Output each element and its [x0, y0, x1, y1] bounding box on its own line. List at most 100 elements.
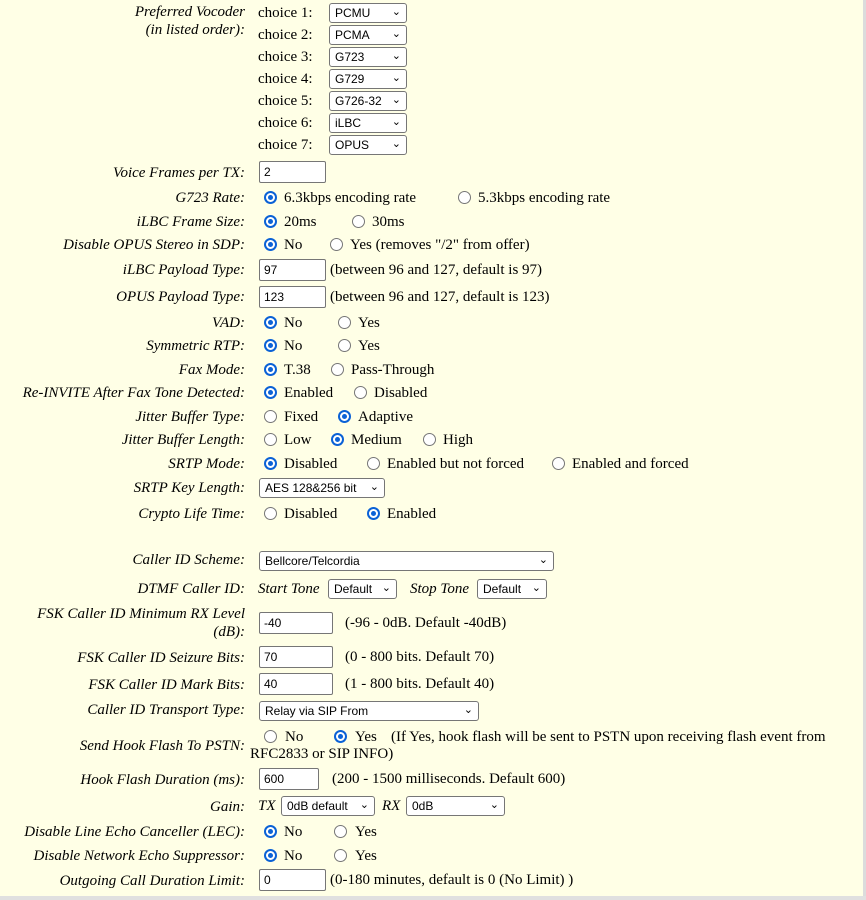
callerid-transport-select[interactable]: Relay via SIP From⌄ — [259, 701, 479, 721]
lec-radio-yes[interactable] — [334, 825, 347, 838]
vocoder-choice-6-select[interactable]: iLBC⌄ — [329, 113, 407, 133]
chevron-down-icon: ⌄ — [381, 582, 391, 594]
fsk-seizure-note: (0 - 800 bits. Default 70) — [345, 649, 495, 665]
vad-radio-yes[interactable] — [338, 316, 351, 329]
srtp-key-select[interactable]: AES 128&256 bit⌄ — [259, 478, 385, 498]
jitter-length-radio-high[interactable] — [423, 433, 436, 446]
nes-option-yes: Yes — [355, 848, 377, 864]
chevron-down-icon: ⌄ — [391, 50, 401, 62]
jitter-type-radio-fixed[interactable] — [264, 410, 277, 423]
srtp-mode-radio-forced[interactable] — [552, 457, 565, 470]
opus-payload-label: OPUS Payload Type: — [116, 289, 245, 305]
srtp-mode-radio-disabled[interactable] — [264, 457, 277, 470]
g723-rate-radio-6.3[interactable] — [264, 191, 277, 204]
hook-flash-duration-input[interactable]: 600 — [259, 768, 319, 790]
ilbc-frame-option-30ms: 30ms — [372, 214, 405, 230]
hook-flash-pstn-radio-yes[interactable] — [334, 730, 347, 743]
fsk-seizure-input[interactable]: 70 — [259, 646, 333, 668]
chevron-down-icon: ⌄ — [391, 28, 401, 40]
lec-option-no: No — [284, 824, 303, 840]
callerid-scheme-select[interactable]: Bellcore/Telcordia⌄ — [259, 551, 554, 571]
fsk-min-rx-input[interactable]: -40 — [259, 612, 333, 634]
fax-mode-radio-passthrough[interactable] — [331, 363, 344, 376]
fsk-mark-input[interactable]: 40 — [259, 673, 333, 695]
jitter-type-option-adaptive: Adaptive — [358, 409, 413, 425]
opus-stereo-radio-no[interactable] — [264, 238, 277, 251]
voice-frames-input[interactable]: 2 — [259, 161, 326, 183]
jitter-length-option-high: High — [443, 432, 473, 448]
opus-payload-note: (between 96 and 127, default is 123) — [330, 289, 550, 305]
fax-mode-label: Fax Mode: — [178, 362, 245, 378]
g723-rate-option-6.3: 6.3kbps encoding rate — [284, 190, 417, 206]
lec-radio-no[interactable] — [264, 825, 277, 838]
fsk-mark-label: FSK Caller ID Mark Bits: — [88, 677, 245, 693]
fsk-min-rx-note: (-96 - 0dB. Default -40dB) — [345, 615, 507, 631]
vocoder-choice-1-select[interactable]: PCMU⌄ — [329, 3, 407, 23]
jitter-type-label: Jitter Buffer Type: — [135, 409, 245, 425]
call-limit-input[interactable]: 0 — [259, 869, 326, 891]
reinvite-radio-disabled[interactable] — [354, 386, 367, 399]
hook-flash-duration-note: (200 - 1500 milliseconds. Default 600) — [332, 771, 566, 787]
reinvite-radio-enabled[interactable] — [264, 386, 277, 399]
vad-label: VAD: — [211, 315, 245, 331]
chevron-down-icon: ⌄ — [391, 6, 401, 18]
hook-flash-pstn-option-no: No — [285, 729, 304, 745]
srtp-mode-label: SRTP Mode: — [168, 456, 245, 472]
vocoder-choice-3-select[interactable]: G723⌄ — [329, 47, 407, 67]
ilbc-frame-label: iLBC Frame Size: — [136, 214, 245, 230]
vocoder-choice-3-label: choice 3: — [258, 49, 313, 65]
vocoder-choice-2-select[interactable]: PCMA⌄ — [329, 25, 407, 45]
call-limit-note: (0-180 minutes, default is 0 (No Limit) … — [330, 872, 574, 888]
dtmf-start-tone-label: Start Tone — [258, 581, 320, 597]
symmetric-rtp-radio-no[interactable] — [264, 339, 277, 352]
dtmf-stop-tone-select[interactable]: Default⌄ — [477, 579, 547, 599]
fax-mode-radio-t38[interactable] — [264, 363, 277, 376]
ilbc-frame-radio-30ms[interactable] — [352, 215, 365, 228]
vad-radio-no[interactable] — [264, 316, 277, 329]
jitter-length-option-medium: Medium — [351, 432, 402, 448]
g723-rate-radio-5.3[interactable] — [458, 191, 471, 204]
ilbc-payload-note: (between 96 and 127, default is 97) — [330, 262, 543, 278]
nes-radio-no[interactable] — [264, 849, 277, 862]
vocoder-choice-5-select[interactable]: G726-32⌄ — [329, 91, 407, 111]
srtp-key-label: SRTP Key Length: — [133, 480, 245, 496]
chevron-down-icon: ⌄ — [538, 554, 548, 566]
ilbc-payload-input[interactable]: 97 — [259, 259, 326, 281]
gain-label: Gain: — [210, 799, 245, 815]
ilbc-frame-radio-20ms[interactable] — [264, 215, 277, 228]
gain-rx-select[interactable]: 0dB⌄ — [406, 796, 505, 816]
jitter-length-radio-low[interactable] — [264, 433, 277, 446]
reinvite-option-enabled: Enabled — [284, 385, 334, 401]
opus-stereo-option-no: No — [284, 237, 303, 253]
opus-payload-input[interactable]: 123 — [259, 286, 326, 308]
jitter-length-radio-medium[interactable] — [331, 433, 344, 446]
jitter-length-option-low: Low — [284, 432, 312, 448]
srtp-mode-radio-not-forced[interactable] — [367, 457, 380, 470]
crypto-life-option-enabled: Enabled — [387, 506, 437, 522]
gain-tx-select[interactable]: 0dB default⌄ — [281, 796, 375, 816]
chevron-down-icon: ⌄ — [391, 72, 401, 84]
fsk-seizure-label: FSK Caller ID Seizure Bits: — [77, 650, 245, 666]
page-bottom-edge — [0, 896, 866, 900]
crypto-life-radio-enabled[interactable] — [367, 507, 380, 520]
symmetric-rtp-radio-yes[interactable] — [338, 339, 351, 352]
chevron-down-icon: ⌄ — [531, 582, 541, 594]
fsk-mark-note: (1 - 800 bits. Default 40) — [345, 676, 495, 692]
chevron-down-icon: ⌄ — [391, 94, 401, 106]
vocoder-choice-7-select[interactable]: OPUS⌄ — [329, 135, 407, 155]
page-scroll-edge — [863, 0, 866, 900]
crypto-life-radio-disabled[interactable] — [264, 507, 277, 520]
nes-radio-yes[interactable] — [334, 849, 347, 862]
fax-mode-option-t38: T.38 — [284, 362, 311, 378]
vad-option-yes: Yes — [358, 315, 380, 331]
vocoder-choice-4-select[interactable]: G729⌄ — [329, 69, 407, 89]
hook-flash-pstn-radio-no[interactable] — [264, 730, 277, 743]
vocoder-sublabel: (in listed order): — [145, 22, 245, 38]
g723-rate-option-5.3: 5.3kbps encoding rate — [478, 190, 611, 206]
dtmf-start-tone-select[interactable]: Default⌄ — [328, 579, 397, 599]
vocoder-choice-5-label: choice 5: — [258, 93, 313, 109]
gain-rx-label: RX — [382, 798, 401, 814]
opus-stereo-radio-yes[interactable] — [330, 238, 343, 251]
jitter-type-radio-adaptive[interactable] — [338, 410, 351, 423]
srtp-mode-option-not-forced: Enabled but not forced — [387, 456, 525, 472]
